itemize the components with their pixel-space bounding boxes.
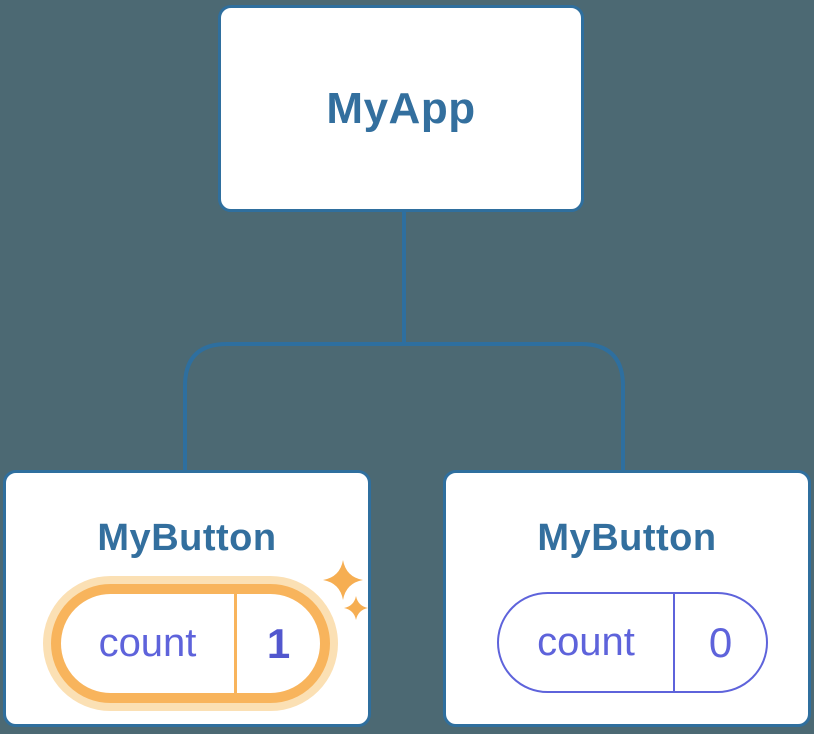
component-node-mybutton-1: MyButton count 1 <box>3 470 371 727</box>
component-label-mybutton-2: MyButton <box>537 517 717 559</box>
state-pill-highlight-glow: count 1 <box>43 576 338 711</box>
state-key-label: count <box>537 620 635 664</box>
component-node-mybutton-2: MyButton count 0 <box>443 470 811 727</box>
component-node-myapp: MyApp <box>218 5 584 212</box>
state-value: 1 <box>266 619 291 667</box>
state-key-label: count <box>98 621 197 665</box>
component-label-myapp: MyApp <box>326 83 476 133</box>
state-pill-divider <box>234 594 237 693</box>
component-label-mybutton-1: MyButton <box>97 517 277 559</box>
state-pill: count 0 <box>497 592 768 693</box>
state-pill-divider <box>673 594 675 691</box>
state-value: 0 <box>708 618 733 666</box>
state-pill-updated: count 1 <box>51 584 330 703</box>
edge-branch <box>183 342 625 472</box>
